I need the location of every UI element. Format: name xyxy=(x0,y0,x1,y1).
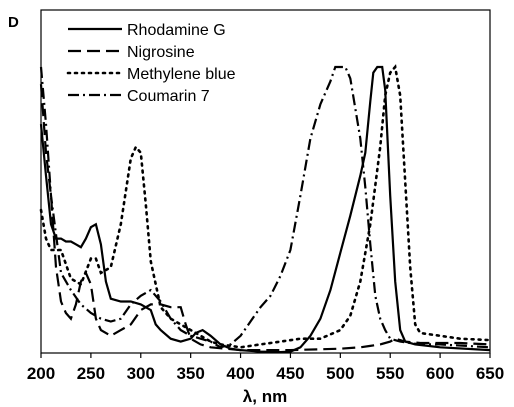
series-line-rhodamine-g xyxy=(39,65,491,354)
legend-label: Coumarin 7 xyxy=(127,88,210,105)
legend-label: Nigrosine xyxy=(127,44,195,61)
series-layer xyxy=(39,64,492,354)
x-tick-label: 350 xyxy=(176,364,204,383)
legend-label: Methylene blue xyxy=(127,66,236,83)
x-tick-label: 450 xyxy=(276,364,304,383)
x-tick-label: 500 xyxy=(326,364,354,383)
plot-frame xyxy=(40,9,491,354)
x-tick-label: 600 xyxy=(426,364,454,383)
x-tick-label: 300 xyxy=(127,364,155,383)
legend-label: Rhodamine G xyxy=(127,22,226,39)
x-axis-title: λ, nm xyxy=(243,387,287,406)
series-line-nigrosine xyxy=(39,84,491,352)
x-tick-label: 250 xyxy=(77,364,105,383)
series-line-methylene-blue xyxy=(39,64,492,349)
x-tick-label: 400 xyxy=(226,364,254,383)
x-tick-label: 200 xyxy=(27,364,55,383)
series-line-coumarin-7 xyxy=(39,65,491,349)
x-axis-ticks: 200 250 300 350 400 450 500 550 600 650 xyxy=(27,353,504,383)
x-tick-label: 650 xyxy=(476,364,504,383)
x-tick-label: 550 xyxy=(376,364,404,383)
panel-label: D xyxy=(8,14,19,31)
